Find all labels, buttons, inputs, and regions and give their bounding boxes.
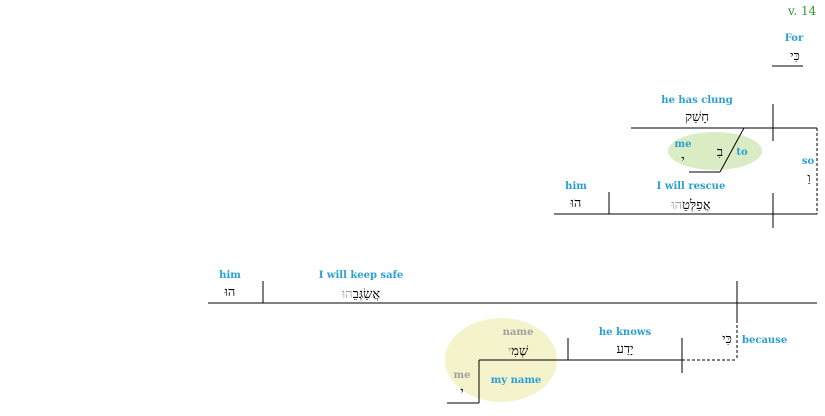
conj-because-en: because <box>742 335 788 346</box>
verb-knows-heb: יָדַע <box>616 342 634 357</box>
verb-keepsafe-heb-main: אֲשַׂגְּבֵ <box>352 287 381 302</box>
obj-me-heb: י <box>681 153 685 168</box>
obj-him-en-2: him <box>565 181 587 192</box>
obj-me-en: me <box>674 139 692 150</box>
possessor-me-heb: י <box>460 385 464 400</box>
verb-rescue-heb-suffix: הוּ <box>671 198 683 213</box>
verb-rescue-heb-main: אֲפַלְּטֵ <box>682 198 711 213</box>
obj-him-en-3: him <box>219 270 241 281</box>
name-heb-main: שְׁמִ <box>511 344 529 359</box>
verb-clung-heb: חָשַׁק <box>685 110 709 125</box>
prep-slant <box>719 127 745 173</box>
conj-for-en: For <box>784 33 804 44</box>
prep-to-en: to <box>736 147 748 158</box>
verb-rescue-heb: אֲפַלְּטֵהוּ <box>671 197 710 213</box>
verb-rescue-en: I will rescue <box>656 181 726 192</box>
verse-label: v. 14 <box>788 4 817 18</box>
conj-for-heb: כִּי <box>790 49 800 64</box>
my-name-en: my name <box>490 375 542 386</box>
so-en: so <box>801 156 815 167</box>
conj-because-heb: כִּי <box>722 332 732 347</box>
verb-keepsafe-heb: אֲשַׂגְּבֵהוּ <box>342 286 380 302</box>
name-en: name <box>502 327 534 338</box>
obj-him-heb-3: הוּ <box>224 285 236 300</box>
possessor-me-en: me <box>453 370 471 381</box>
name-heb: שְׁמִי <box>508 343 528 359</box>
verb-keepsafe-en: I will keep safe <box>318 270 404 281</box>
green-highlight <box>668 132 762 170</box>
verb-knows-en: he knows <box>598 327 652 338</box>
name-heb-suffix: י <box>507 344 512 359</box>
verb-clung-en: he has clung <box>661 95 733 106</box>
prep-heb: בִ <box>716 145 724 160</box>
verb-keepsafe-heb-suffix: הוּ <box>341 287 353 302</box>
so-heb: וַ <box>807 171 811 186</box>
obj-him-heb-2: הוּ <box>570 196 582 211</box>
